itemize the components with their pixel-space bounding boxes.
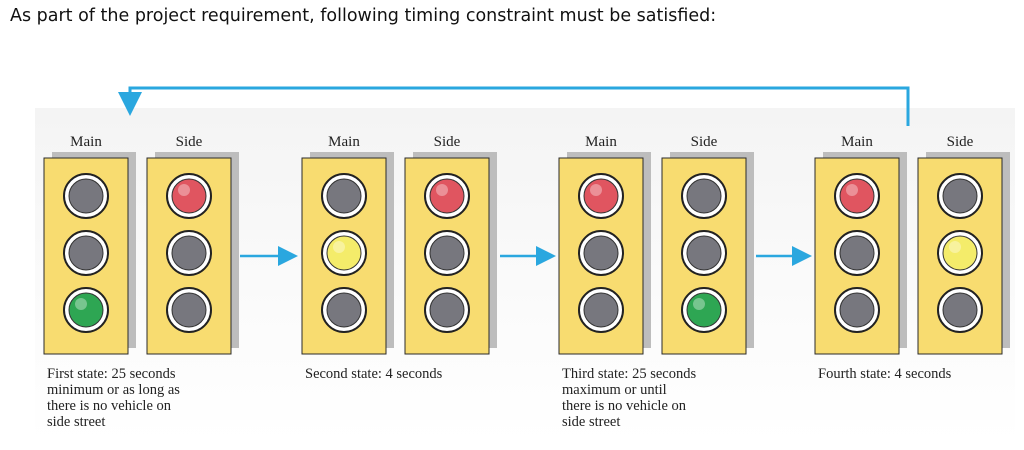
- state-4-main-label: Main: [841, 134, 873, 150]
- state-4-side-red-lamp: [942, 178, 978, 214]
- loop-back-arrow: [118, 86, 910, 126]
- state-2-caption: Second state: 4 seconds: [305, 366, 443, 382]
- state-2-group: Main Side: [301, 134, 497, 355]
- state-1-main-green-lamp-glow: [75, 298, 87, 310]
- state-4-main-red-lamp: [839, 178, 875, 214]
- state-4-side-yellow-lamp-glow: [949, 241, 961, 253]
- state-3-main-red-lamp-glow: [590, 184, 602, 196]
- state-1-caption: First state: 25 seconds minimum or as lo…: [47, 366, 180, 430]
- state-2-side-red-lamp-glow: [436, 184, 448, 196]
- state-1-side-label: Side: [176, 134, 203, 150]
- state-4-main-red-lamp-glow: [846, 184, 858, 196]
- state-2-side-label: Side: [434, 134, 461, 150]
- state-3-side-green-lamp-glow: [693, 298, 705, 310]
- state-2-main-red-lamp: [326, 178, 362, 214]
- state-4-main-green-lamp: [839, 292, 875, 328]
- state-1-group: Main Side: [43, 134, 239, 355]
- state-1-side-green-lamp: [171, 292, 207, 328]
- state-2-side-green-lamp: [429, 292, 465, 328]
- state-1-main-green-lamp: [68, 292, 104, 328]
- state-3-main-red-lamp: [583, 178, 619, 214]
- state-3-caption: Third state: 25 seconds maximum or until…: [562, 366, 697, 430]
- state-4-side-label: Side: [947, 134, 974, 150]
- state-3-side-yellow-lamp: [686, 235, 722, 271]
- state-3-main-green-lamp: [583, 292, 619, 328]
- state-4-caption: Fourth state: 4 seconds: [818, 366, 952, 382]
- state-4-side-green-lamp: [942, 292, 978, 328]
- state-4-group: Main Side: [814, 134, 1010, 355]
- state-4-main-yellow-lamp: [839, 235, 875, 271]
- state-3-group: Main Side: [558, 134, 754, 355]
- state-2-main-yellow-lamp: [326, 235, 362, 271]
- state-1-main-yellow-lamp: [68, 235, 104, 271]
- state-3-side-label: Side: [691, 134, 718, 150]
- state-2-side-red-lamp: [429, 178, 465, 214]
- state-3-main-label: Main: [585, 134, 617, 150]
- state-2-main-yellow-lamp-glow: [333, 241, 345, 253]
- state-1-side-yellow-lamp: [171, 235, 207, 271]
- state-1-side-red-lamp: [171, 178, 207, 214]
- state-2-main-label: Main: [328, 134, 360, 150]
- page-heading: As part of the project requirement, foll…: [10, 6, 717, 26]
- state-4-side-yellow-lamp: [942, 235, 978, 271]
- state-3-side-green-lamp: [686, 292, 722, 328]
- state-3-main-yellow-lamp: [583, 235, 619, 271]
- state-3-side-red-lamp: [686, 178, 722, 214]
- state-1-main-red-lamp: [68, 178, 104, 214]
- state-1-main-label: Main: [70, 134, 102, 150]
- state-1-side-red-lamp-glow: [178, 184, 190, 196]
- state-2-main-green-lamp: [326, 292, 362, 328]
- state-2-side-yellow-lamp: [429, 235, 465, 271]
